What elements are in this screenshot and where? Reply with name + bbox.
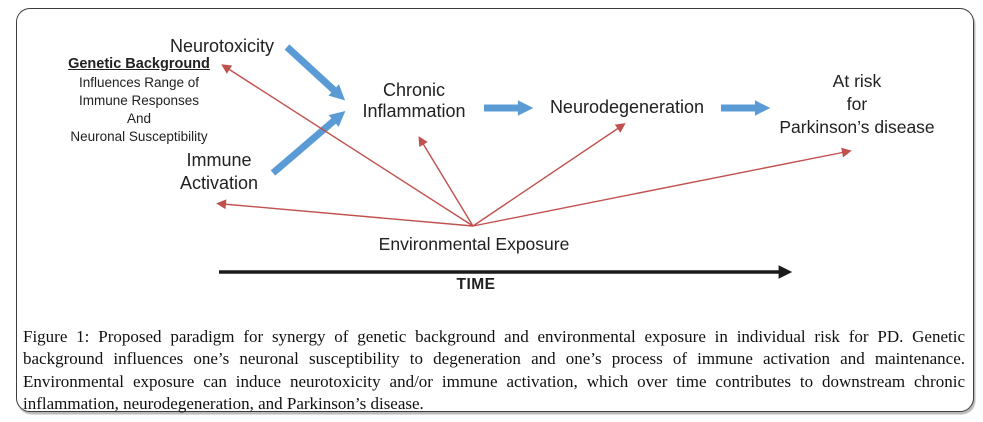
- arrow-environmental-exposure-to-parkinsons: [472, 147, 852, 227]
- at-risk-line: At risk: [832, 71, 882, 91]
- node-genetic-background: Genetic Background Influences Range of I…: [68, 55, 210, 146]
- arrow-neurotoxicity-to-chronic-inflammation: [284, 44, 346, 101]
- node-chronic-inflammation: Chronic Inflammation: [362, 80, 465, 122]
- at-risk-line: Parkinson’s disease: [779, 117, 935, 137]
- node-environmental-exposure: Environmental Exposure: [378, 234, 570, 254]
- figure-caption-body: Proposed paradigm for synergy of genetic…: [23, 327, 966, 413]
- genetic-background-line: And: [126, 111, 152, 126]
- figure-caption: Figure 1: Proposed paradigm for synergy …: [23, 326, 965, 415]
- figure-border: [16, 8, 974, 412]
- arrow-environmental-exposure-to-genetic-background: [221, 64, 474, 227]
- figure-caption-label: Figure 1:: [23, 327, 90, 346]
- at-risk-line: for: [846, 94, 868, 114]
- immune-activation-line: Immune: [186, 150, 252, 170]
- node-immune-activation: Immune Activation: [180, 149, 258, 195]
- genetic-background-line: Neuronal Susceptibility: [70, 129, 208, 144]
- immune-activation-line: Activation: [179, 173, 259, 193]
- arrow-immune-activation-to-chronic-inflammation: [270, 110, 346, 176]
- node-at-risk-for-parkinsons: At risk for Parkinson’s disease: [779, 70, 934, 139]
- chronic-inflammation-line: Chronic: [382, 80, 446, 100]
- node-neurodegeneration: Neurodegeneration: [549, 97, 705, 117]
- time-axis-label: TIME: [456, 276, 496, 293]
- genetic-background-line: Immune Responses: [78, 93, 200, 108]
- arrow-environmental-exposure-to-neurodegeneration: [472, 123, 626, 227]
- genetic-background-title: Genetic Background: [68, 56, 210, 72]
- arrow-environmental-exposure-to-immune-activation: [216, 199, 474, 227]
- genetic-background-line: Influences Range of: [78, 75, 200, 90]
- chronic-inflammation-line: Inflammation: [362, 101, 466, 121]
- arrow-environmental-exposure-to-chronic-inflammation: [418, 136, 474, 227]
- node-neurotoxicity: Neurotoxicity: [169, 36, 275, 56]
